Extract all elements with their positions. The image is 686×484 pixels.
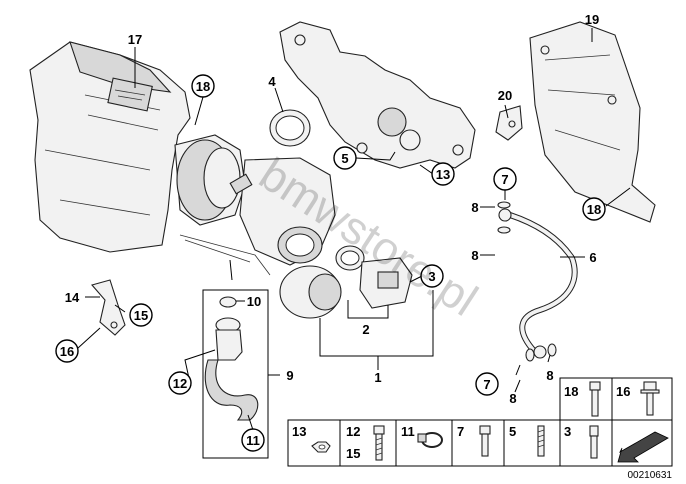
callout-5: 5 xyxy=(333,146,357,170)
svg-text:8: 8 xyxy=(471,200,478,215)
callout-13: 13 xyxy=(431,162,455,186)
oil-return-pipe-part xyxy=(202,289,269,459)
svg-text:8: 8 xyxy=(509,391,516,406)
direction-arrow-icon xyxy=(617,431,669,463)
bracket-14-part xyxy=(91,279,126,336)
document-id: 00210631 xyxy=(628,470,673,481)
callout-9: 9 xyxy=(286,368,293,383)
svg-text:3: 3 xyxy=(564,424,571,439)
svg-text:8: 8 xyxy=(546,368,553,383)
callout-10: 10 xyxy=(247,294,261,309)
callout-2: 2 xyxy=(362,322,369,337)
callout-14: 14 xyxy=(65,290,80,305)
heat-shield-part xyxy=(29,41,191,253)
callout-3: 3 xyxy=(420,264,444,288)
hose-clamp-icon xyxy=(417,432,443,448)
svg-text:3: 3 xyxy=(428,269,435,284)
svg-text:15: 15 xyxy=(134,308,148,323)
svg-text:16: 16 xyxy=(616,384,630,399)
callout-7-lower: 7 xyxy=(475,372,499,396)
callout-19: 19 xyxy=(585,12,599,27)
callout-1: 1 xyxy=(374,370,381,385)
svg-text:2: 2 xyxy=(362,322,369,337)
svg-text:7: 7 xyxy=(501,172,508,187)
svg-text:18: 18 xyxy=(564,384,578,399)
callout-6: 6 xyxy=(589,250,596,265)
callout-8-lower-left: 8 xyxy=(509,391,516,406)
nut-icon xyxy=(311,441,331,453)
callout-15: 15 xyxy=(129,303,153,327)
svg-text:20: 20 xyxy=(498,88,512,103)
stud-icon xyxy=(537,425,545,457)
callout-16: 16 xyxy=(55,339,79,363)
svg-text:5: 5 xyxy=(509,424,516,439)
callout-18-right: 18 xyxy=(582,197,606,221)
callout-20: 20 xyxy=(498,88,512,103)
heat-shield-19-part xyxy=(529,21,656,223)
svg-text:12: 12 xyxy=(173,376,187,391)
svg-text:9: 9 xyxy=(286,368,293,383)
svg-text:8: 8 xyxy=(471,248,478,263)
callout-17: 17 xyxy=(128,32,142,47)
svg-text:11: 11 xyxy=(246,433,260,448)
svg-text:19: 19 xyxy=(585,12,599,27)
callout-7-upper: 7 xyxy=(493,167,517,191)
bolt-icon xyxy=(373,425,385,461)
svg-text:18: 18 xyxy=(587,202,601,217)
svg-text:13: 13 xyxy=(292,424,306,439)
svg-text:13: 13 xyxy=(436,167,450,182)
svg-text:5: 5 xyxy=(341,151,348,166)
svg-text:12: 12 xyxy=(346,424,360,439)
svg-text:17: 17 xyxy=(128,32,142,47)
oil-line-part xyxy=(497,201,578,362)
bracket-20-part xyxy=(495,105,523,141)
svg-text:7: 7 xyxy=(483,377,490,392)
flange-part xyxy=(335,245,413,309)
svg-text:14: 14 xyxy=(65,290,80,305)
callout-8-lower-right: 8 xyxy=(546,368,553,383)
callout-11: 11 xyxy=(241,428,265,452)
svg-text:10: 10 xyxy=(247,294,261,309)
turbocharger-part xyxy=(174,134,342,319)
svg-text:7: 7 xyxy=(457,424,464,439)
stud-3-icon xyxy=(589,425,599,459)
callout-4: 4 xyxy=(268,74,276,89)
svg-text:16: 16 xyxy=(60,344,74,359)
svg-text:11: 11 xyxy=(401,424,415,439)
svg-text:15: 15 xyxy=(346,446,360,461)
svg-text:6: 6 xyxy=(589,250,596,265)
callout-18-upper: 18 xyxy=(191,74,215,98)
banjo-bolt-icon xyxy=(479,425,491,457)
flange-bolt-icon xyxy=(640,381,660,416)
svg-text:18: 18 xyxy=(196,79,210,94)
bolt-18-icon xyxy=(589,381,601,417)
callout-12: 12 xyxy=(168,371,192,395)
gasket-ring-part xyxy=(269,109,311,147)
svg-text:4: 4 xyxy=(268,74,276,89)
callout-8-middle: 8 xyxy=(471,248,478,263)
hardware-legend: 13 12 15 11 7 5 3 18 16 xyxy=(287,377,673,467)
exhaust-manifold-part xyxy=(279,21,476,169)
callout-8-upper: 8 xyxy=(471,200,478,215)
svg-text:1: 1 xyxy=(374,370,381,385)
